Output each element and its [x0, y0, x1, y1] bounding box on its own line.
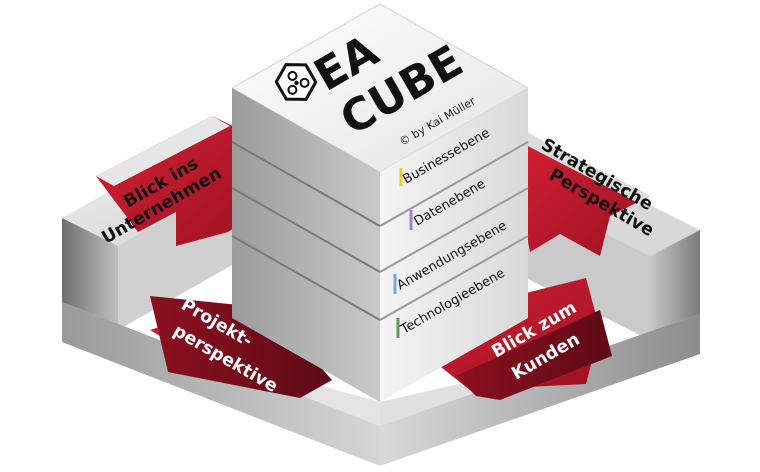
ea-cube: EA CUBE © by Kai Müller Businessebene Da…	[230, 3, 530, 402]
frame-front-left-face	[62, 302, 380, 466]
layer-separator-right-2	[379, 187, 529, 273]
arrow-bottom-right-dark	[456, 310, 612, 400]
arrow-bottom-right	[422, 278, 612, 400]
layer-separator-right-1	[379, 141, 529, 227]
arrow-top-left-face	[96, 116, 230, 186]
layer-separator-left-1	[231, 141, 381, 227]
layer-separator-right-3	[379, 235, 529, 321]
arrow-bottom-left-dark	[150, 296, 332, 398]
arrow-top-left	[96, 116, 262, 246]
cube-left-face	[232, 88, 380, 402]
arrow-top-right	[520, 130, 650, 256]
arrow-top-right-shape	[520, 130, 650, 256]
layer-separator-left-2	[231, 187, 381, 273]
layer-separator-left-3	[231, 235, 381, 321]
ea-cube-logo-icon	[274, 63, 318, 101]
arrow-top-left-shape	[96, 116, 262, 246]
frame-left-outer-face	[62, 218, 118, 330]
arrow-top-right-face	[520, 130, 650, 204]
frame-front-right-face	[380, 314, 700, 466]
cube-right-face	[380, 88, 528, 402]
frame-right-outer-face	[650, 230, 700, 340]
